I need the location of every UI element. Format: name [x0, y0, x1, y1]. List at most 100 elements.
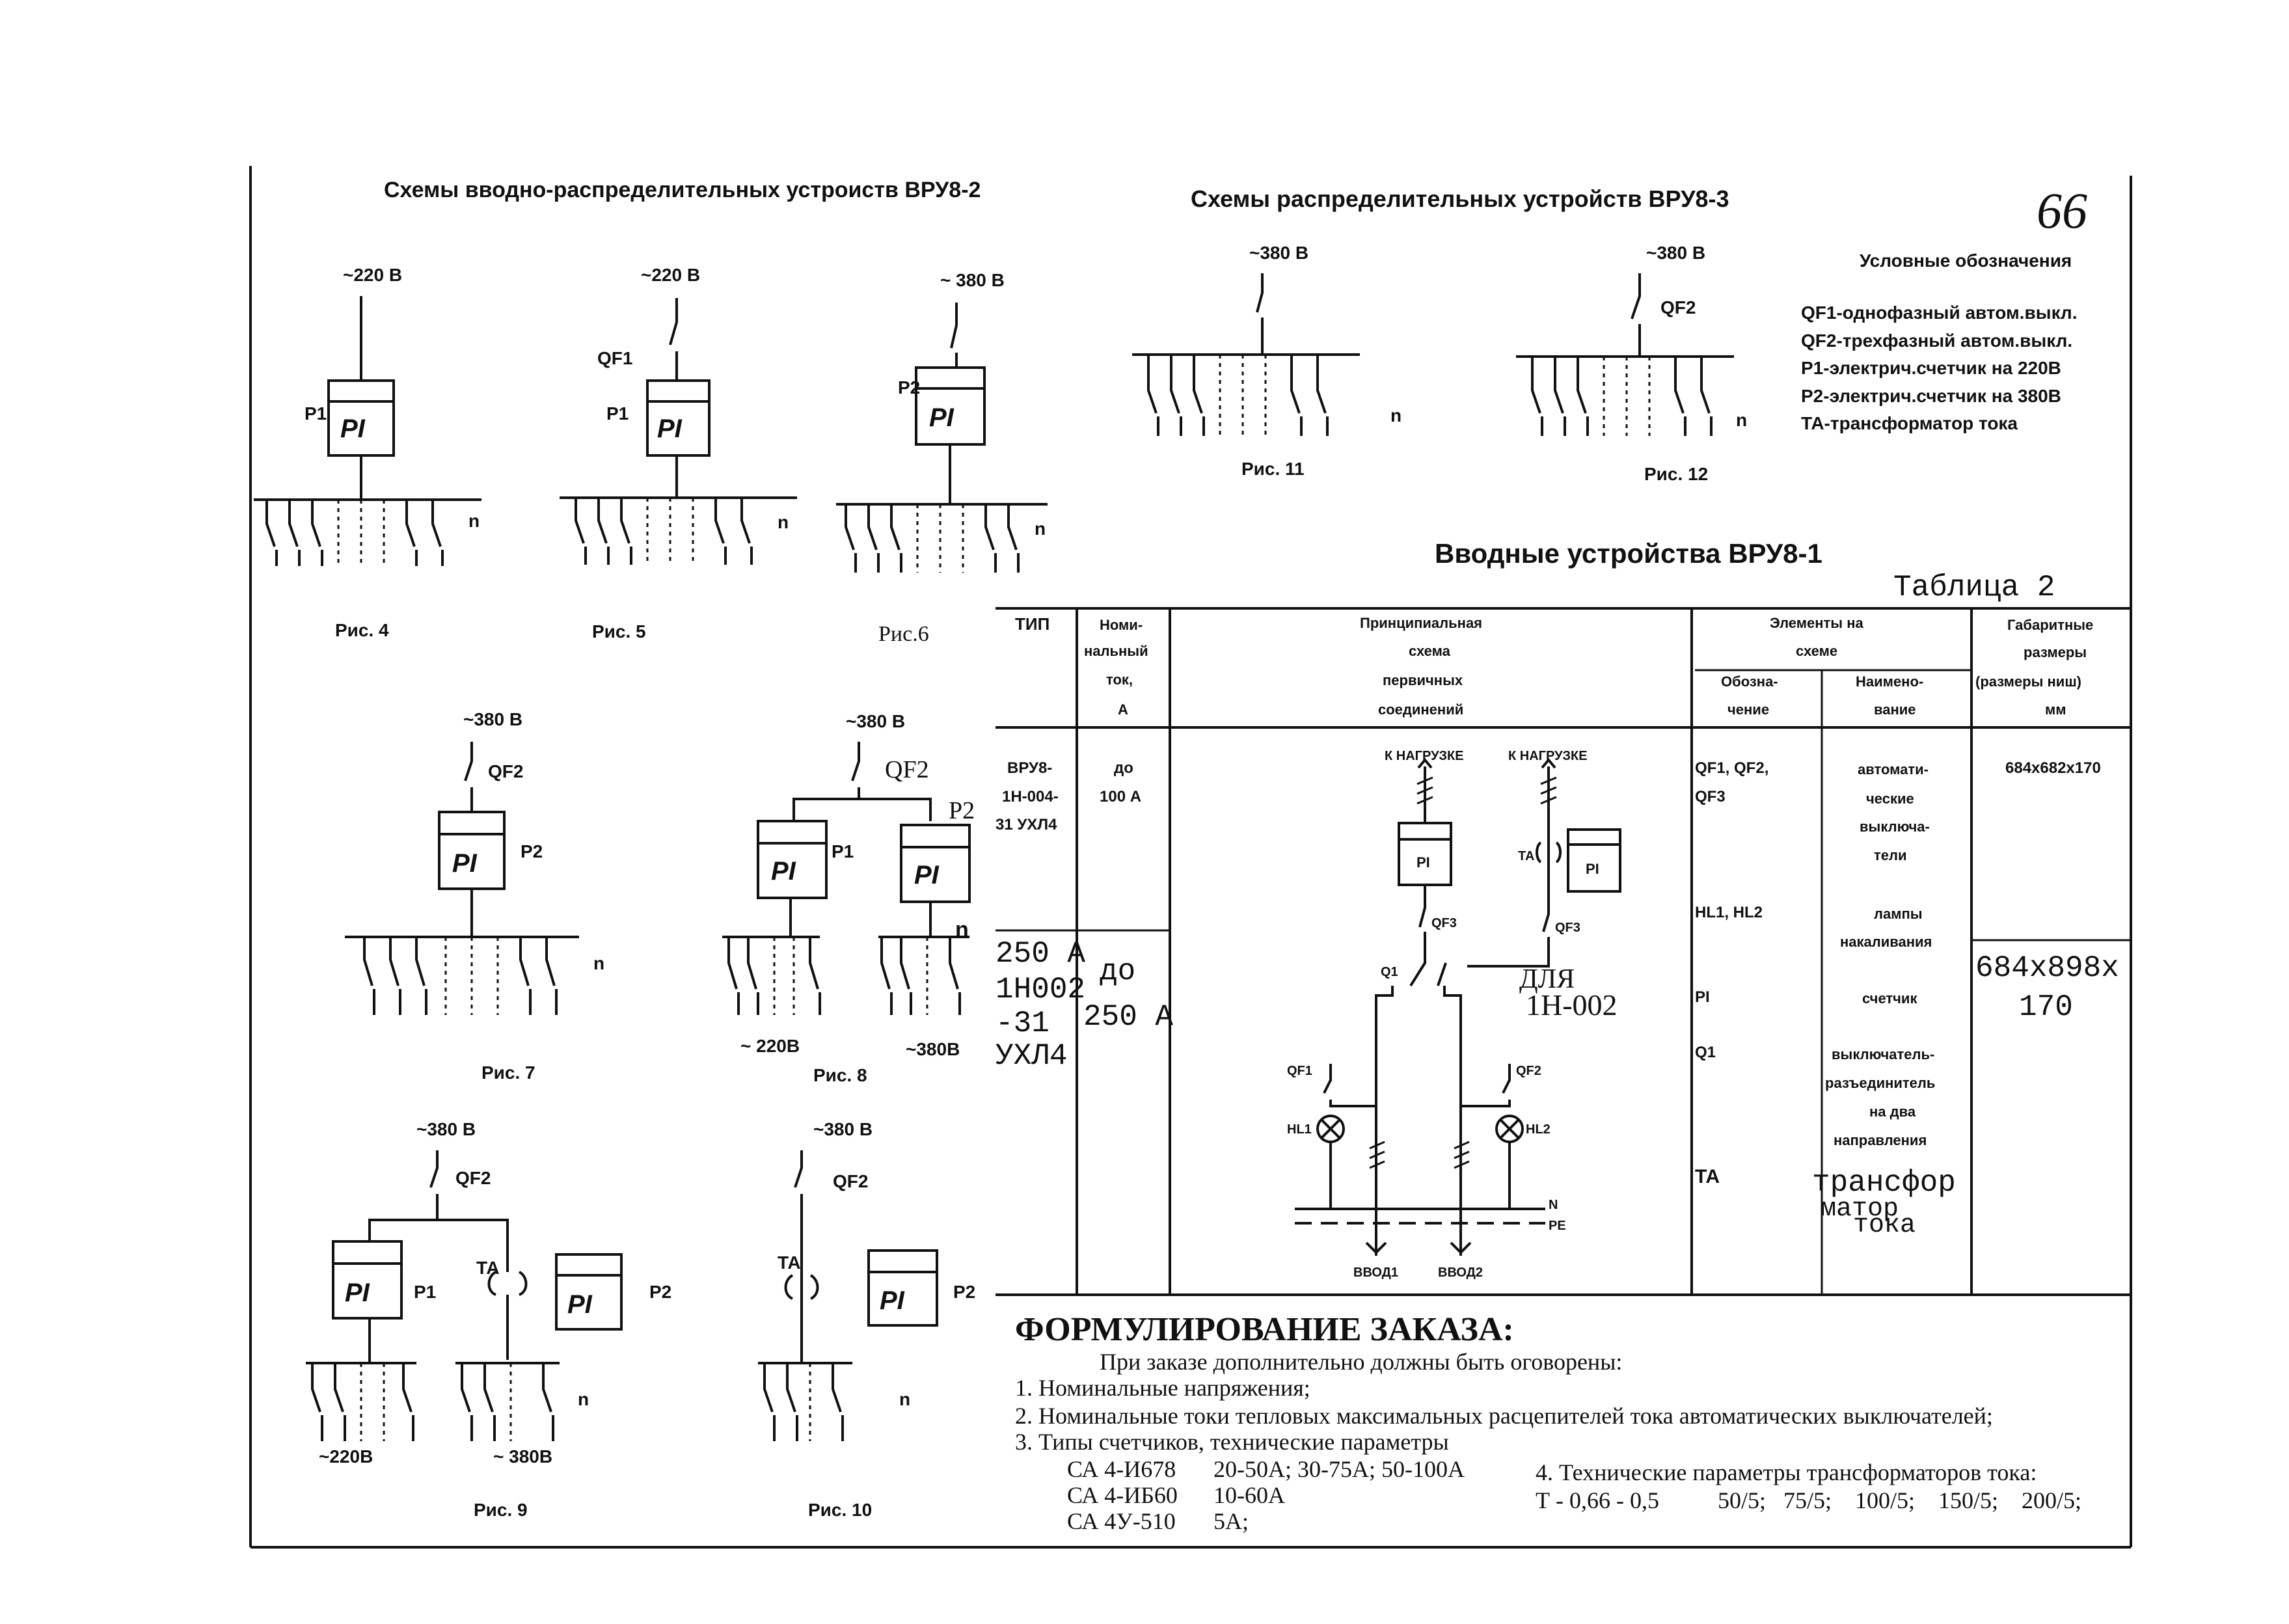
- meter-symbol: PI: [657, 414, 683, 443]
- header-line: Принципиальная: [1360, 615, 1482, 631]
- meter-symbol: PI: [345, 1279, 370, 1307]
- designation-cell: ТА: [1695, 1166, 1720, 1187]
- current-transformer-symbol: [784, 1269, 819, 1363]
- figure-5: ~220 В QF1 PI P1 n Рис. 5: [560, 265, 797, 642]
- breaker-label: QF2: [488, 761, 523, 781]
- order-item: 4. Технические параметры трансформаторов…: [1536, 1459, 2037, 1485]
- element-ta: ТА трансфор матор тока: [1695, 1166, 1956, 1240]
- load-label: К НАГРУЗКЕ: [1385, 749, 1464, 763]
- breaker-label: QF2: [455, 1168, 491, 1188]
- element-qf: QF1, QF2, QF3 автомати- ческие выключа- …: [1695, 759, 1930, 863]
- meter-label: P1: [606, 403, 629, 424]
- n-label: n: [1736, 410, 1747, 430]
- name-cell: ческие: [1866, 791, 1914, 807]
- table-row: 250 А 1Н002 -31 УХЛ4 до 250 А 684х898х 1…: [996, 937, 2119, 1073]
- name-cell: накаливания: [1840, 934, 1932, 950]
- header-line: Номи-: [1100, 617, 1143, 633]
- voltage-label: ~380 В: [846, 711, 905, 731]
- meter-box: [1567, 828, 1621, 893]
- current-transformer-symbol: [487, 1241, 528, 1360]
- voltage-label: ~ 380 В: [940, 270, 1005, 290]
- meter-params: 20-50А; 30-75А; 50-100А: [1213, 1456, 1465, 1482]
- name-cell: автомати-: [1858, 761, 1929, 778]
- legend-item: QF1-однофазный автом.выкл.: [1801, 303, 2077, 323]
- meter-label: P2: [521, 841, 543, 861]
- type-cell: 1Н-004-: [1002, 788, 1059, 805]
- type-cell: 1Н002: [996, 973, 1085, 1007]
- n-label: n: [593, 953, 604, 973]
- breaker-label: QF2: [885, 756, 929, 783]
- current-cell: 250 А: [1083, 1000, 1173, 1034]
- voltage-label: ~380 В: [416, 1119, 476, 1139]
- element-hl: HL1, HL2 лампы накаливания: [1695, 904, 1932, 950]
- meter-label: P2: [898, 377, 920, 398]
- figure-6: ~ 380 В PI P2 n Рис.6: [836, 270, 1048, 646]
- header-line: Наимено-: [1856, 673, 1923, 690]
- table-label: Таблица 2: [1893, 571, 2055, 604]
- legend-item: P2-электрич.счетчик на 380В: [1801, 386, 2061, 406]
- figure-4: ~220 В PI P1 n Рис. 4: [254, 265, 481, 640]
- current-cell: до: [1114, 759, 1133, 777]
- header-line: (размеры ниш): [1975, 673, 2081, 690]
- switch-bank: [1147, 355, 1329, 436]
- header-line: мм: [2045, 701, 2066, 718]
- load-label: К НАГРУЗКЕ: [1508, 749, 1588, 763]
- meter-label: P2: [953, 1282, 975, 1302]
- qf2-label: QF2: [1516, 1064, 1541, 1078]
- meter-box-p2: [900, 824, 971, 903]
- meter-label-p2: P2: [649, 1282, 671, 1302]
- figure-8: ~380 В QF2 PI P1 PI P2 n ~ 220В ~38: [722, 711, 975, 1085]
- dimensions-cell: 170: [2019, 990, 2073, 1024]
- switch-bank-left: [727, 937, 821, 1015]
- header-line: чение: [1727, 701, 1769, 718]
- switch-bank-right: [880, 937, 961, 1015]
- page-number: 66: [2037, 182, 2087, 239]
- header-elements: Элементы на схеме: [1770, 615, 1863, 659]
- name-cell: лампы: [1874, 906, 1923, 922]
- header-line: первичных: [1383, 672, 1463, 688]
- legend-item: QF2-трехфазный автом.выкл.: [1801, 331, 2072, 351]
- designation-cell: PI: [1695, 988, 1710, 1006]
- designation-cell: Q1: [1695, 1044, 1716, 1061]
- heading-vru8-1: Вводные устройства ВРУ8-1: [1435, 538, 1822, 569]
- n-label: N: [1549, 1198, 1558, 1212]
- designation-cell: QF1, QF2,: [1695, 759, 1768, 777]
- name-cell: разъединитель: [1825, 1075, 1935, 1091]
- n-label: n: [899, 1389, 910, 1409]
- heading-vru8-3: Схемы распределительных устройств ВРУ8-3: [1191, 185, 1729, 212]
- ct-params: Т - 0,66 - 0,5 50/5; 75/5; 100/5; 150/5;…: [1536, 1487, 2081, 1513]
- n-label: n: [468, 511, 480, 531]
- meter-label-p2: P2: [949, 797, 975, 824]
- hl2-label: HL2: [1526, 1122, 1551, 1137]
- dimensions-cell: 684х682х170: [2005, 759, 2101, 777]
- designation-cell: QF3: [1695, 788, 1726, 805]
- order-item: 3. Типы счетчиков, технические параметры: [1015, 1429, 1449, 1455]
- type-cell: 250 А: [996, 937, 1085, 971]
- current-cell: до: [1100, 954, 1135, 988]
- meter-model: СА 4-И678: [1067, 1456, 1176, 1482]
- header-line: Элементы на: [1770, 615, 1863, 631]
- meter-box-p2: [555, 1253, 623, 1331]
- type-cell: ВРУ8-: [1007, 759, 1052, 777]
- meter-symbol: PI: [929, 403, 955, 432]
- header-scheme: Принципиальная схема первичных соединени…: [1360, 615, 1482, 718]
- current-cell: 100 А: [1100, 788, 1141, 805]
- bus-label-left: ~220В: [319, 1446, 373, 1467]
- scheme-note: ДЛЯ: [1519, 964, 1575, 994]
- order-section: ФОРМУЛИРОВАНИЕ ЗАКАЗА: При заказе дополн…: [1015, 1311, 2081, 1534]
- designation-cell: HL1, HL2: [1695, 904, 1763, 921]
- meter-symbol: PI: [1586, 861, 1599, 877]
- meter-box: [867, 1249, 938, 1327]
- meter-model: СА 4У-510: [1067, 1508, 1176, 1534]
- meter-symbol: PI: [771, 857, 796, 886]
- n-label: n: [1390, 405, 1402, 426]
- voltage-label: ~380 В: [813, 1119, 873, 1139]
- header-line: вание: [1874, 701, 1916, 718]
- order-intro: При заказе дополнительно должны быть ого…: [1100, 1349, 1622, 1375]
- figure-7: ~380 В QF2 PI P2 n Рис. 7: [345, 709, 604, 1083]
- meter-label-p1: P1: [414, 1282, 436, 1302]
- name-cell: на два: [1869, 1103, 1916, 1120]
- meter-label: P1: [305, 403, 327, 424]
- header-name: Наимено- вание: [1856, 673, 1923, 718]
- q1-label: Q1: [1381, 965, 1398, 979]
